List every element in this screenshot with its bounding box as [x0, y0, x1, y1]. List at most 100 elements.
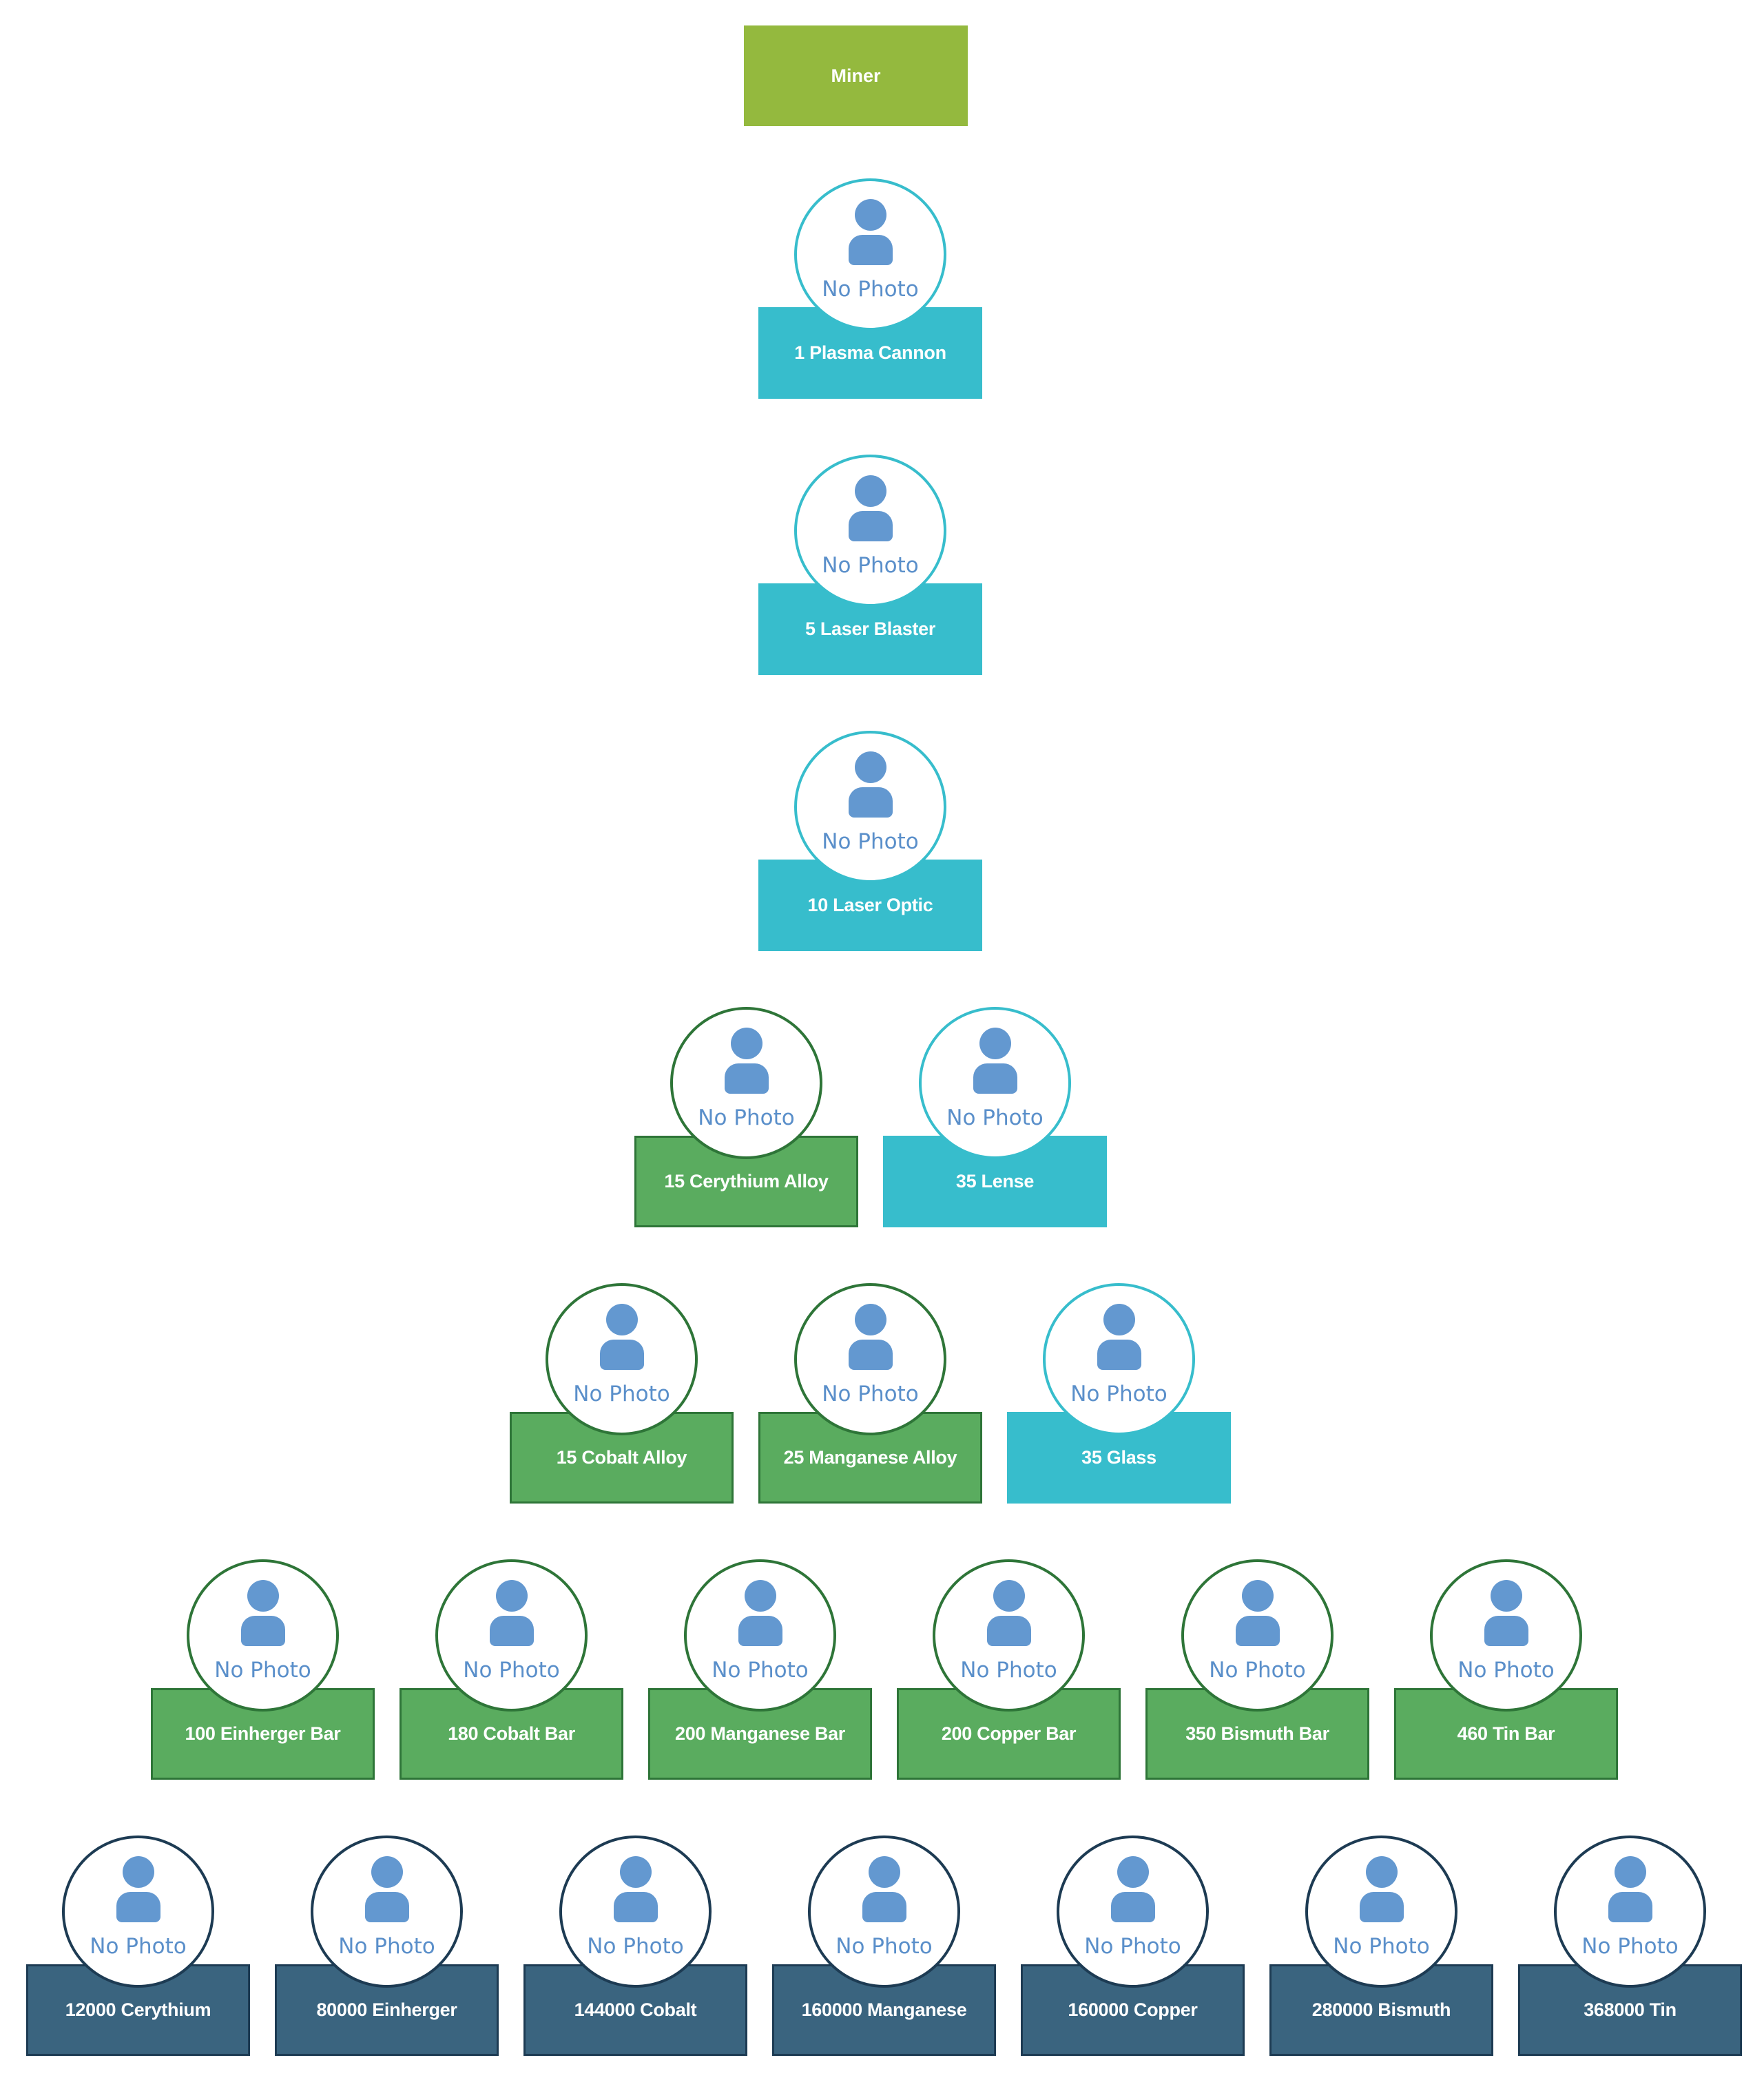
- node-label: 15 Cerythium Alloy: [664, 1171, 829, 1192]
- node-label: 80000 Einherger: [316, 1999, 457, 2020]
- tree-node[interactable]: 100 Einherger Bar No Photo: [151, 1559, 375, 1780]
- no-photo-text: No Photo: [338, 1934, 435, 1959]
- node-label: 100 Einherger Bar: [185, 1723, 341, 1744]
- person-icon: [1358, 1856, 1405, 1924]
- no-photo-text: No Photo: [1209, 1658, 1306, 1683]
- node-label: 35 Glass: [1081, 1447, 1156, 1468]
- person-icon: [599, 1304, 645, 1371]
- person-icon: [1483, 1580, 1530, 1647]
- person-icon: [986, 1580, 1033, 1647]
- node-label: 180 Cobalt Bar: [448, 1723, 575, 1744]
- person-icon: [723, 1028, 770, 1095]
- no-photo-text: No Photo: [214, 1658, 311, 1683]
- photo-placeholder: No Photo: [794, 455, 946, 607]
- tree-node[interactable]: 80000 Einherger No Photo: [275, 1835, 499, 2056]
- photo-placeholder: No Photo: [546, 1283, 698, 1435]
- tree-node[interactable]: 35 Glass No Photo: [1007, 1283, 1231, 1504]
- node-label: 15 Cobalt Alloy: [556, 1447, 687, 1468]
- node-label-box: 100 Einherger Bar: [151, 1688, 375, 1780]
- no-photo-text: No Photo: [836, 1934, 933, 1959]
- node-label: 10 Laser Optic: [807, 895, 933, 915]
- person-icon: [1096, 1304, 1143, 1371]
- no-photo-text: No Photo: [822, 829, 919, 854]
- tree-node[interactable]: 10 Laser Optic No Photo: [758, 731, 982, 951]
- photo-placeholder: No Photo: [808, 1835, 960, 1988]
- no-photo-text: No Photo: [1457, 1658, 1555, 1683]
- no-photo-text: No Photo: [1333, 1934, 1430, 1959]
- person-icon: [847, 475, 894, 543]
- no-photo-text: No Photo: [698, 1105, 795, 1130]
- no-photo-text: No Photo: [90, 1934, 187, 1959]
- person-icon: [240, 1580, 287, 1647]
- photo-placeholder: No Photo: [559, 1835, 712, 1988]
- node-label-box: 12000 Cerythium: [26, 1964, 250, 2056]
- person-icon: [847, 751, 894, 819]
- tree-node[interactable]: 5 Laser Blaster No Photo: [758, 455, 982, 675]
- no-photo-text: No Photo: [822, 553, 919, 578]
- no-photo-text: No Photo: [712, 1658, 809, 1683]
- node-label: 144000 Cobalt: [574, 1999, 697, 2020]
- tree-node[interactable]: 180 Cobalt Bar No Photo: [400, 1559, 623, 1780]
- person-icon: [1607, 1856, 1654, 1924]
- tree-node[interactable]: 160000 Copper No Photo: [1021, 1835, 1245, 2056]
- photo-placeholder: No Photo: [1305, 1835, 1457, 1988]
- node-label: 160000 Copper: [1068, 1999, 1198, 2020]
- photo-placeholder: No Photo: [670, 1007, 822, 1159]
- photo-placeholder: No Photo: [1554, 1835, 1706, 1988]
- photo-placeholder: No Photo: [187, 1559, 339, 1712]
- person-icon: [364, 1856, 411, 1924]
- node-label-box: 15 Cerythium Alloy: [634, 1136, 858, 1227]
- tree-node[interactable]: 1 Plasma Cannon No Photo: [758, 178, 982, 399]
- photo-placeholder: No Photo: [311, 1835, 463, 1988]
- photo-placeholder: No Photo: [435, 1559, 588, 1712]
- photo-placeholder: No Photo: [933, 1559, 1085, 1712]
- photo-placeholder: No Photo: [62, 1835, 214, 1988]
- no-photo-text: No Photo: [1070, 1382, 1168, 1406]
- node-label-box: 5 Laser Blaster: [758, 583, 982, 675]
- tree-node[interactable]: 144000 Cobalt No Photo: [523, 1835, 747, 2056]
- no-photo-text: No Photo: [587, 1934, 684, 1959]
- node-label: 460 Tin Bar: [1457, 1723, 1555, 1744]
- tree-node[interactable]: 280000 Bismuth No Photo: [1269, 1835, 1493, 2056]
- person-icon: [847, 199, 894, 267]
- tree-node[interactable]: 15 Cobalt Alloy No Photo: [510, 1283, 734, 1504]
- person-icon: [972, 1028, 1019, 1095]
- person-icon: [847, 1304, 894, 1371]
- photo-placeholder: No Photo: [684, 1559, 836, 1712]
- no-photo-text: No Photo: [960, 1658, 1057, 1683]
- node-label: 160000 Manganese: [801, 1999, 967, 2020]
- tree-node[interactable]: 368000 Tin No Photo: [1518, 1835, 1742, 2056]
- tree-node[interactable]: 350 Bismuth Bar No Photo: [1145, 1559, 1369, 1780]
- node-label: 12000 Cerythium: [65, 1999, 211, 2020]
- root-node-miner[interactable]: Miner: [744, 25, 968, 126]
- person-icon: [115, 1856, 162, 1924]
- no-photo-text: No Photo: [463, 1658, 560, 1683]
- tree-node[interactable]: 15 Cerythium Alloy No Photo: [634, 1007, 858, 1227]
- node-label: 280000 Bismuth: [1311, 1999, 1451, 2020]
- person-icon: [861, 1856, 908, 1924]
- node-label: 35 Lense: [955, 1171, 1035, 1192]
- node-label-box: 200 Manganese Bar: [648, 1688, 872, 1780]
- photo-placeholder: No Photo: [794, 178, 946, 331]
- no-photo-text: No Photo: [573, 1382, 670, 1406]
- tree-node[interactable]: 12000 Cerythium No Photo: [26, 1835, 250, 2056]
- tree-node[interactable]: 460 Tin Bar No Photo: [1394, 1559, 1618, 1780]
- photo-placeholder: No Photo: [1057, 1835, 1209, 1988]
- node-label: 1 Plasma Cannon: [794, 342, 946, 363]
- person-icon: [488, 1580, 535, 1647]
- photo-placeholder: No Photo: [1043, 1283, 1195, 1435]
- node-label: 368000 Tin: [1584, 1999, 1677, 2020]
- tree-node[interactable]: 160000 Manganese No Photo: [772, 1835, 996, 2056]
- tree-node[interactable]: 200 Manganese Bar No Photo: [648, 1559, 872, 1780]
- no-photo-text: No Photo: [1084, 1934, 1181, 1959]
- no-photo-text: No Photo: [822, 1382, 919, 1406]
- person-icon: [737, 1580, 784, 1647]
- node-label: 200 Manganese Bar: [674, 1723, 846, 1744]
- photo-placeholder: No Photo: [794, 1283, 946, 1435]
- photo-placeholder: No Photo: [1430, 1559, 1582, 1712]
- node-label: 350 Bismuth Bar: [1185, 1723, 1329, 1744]
